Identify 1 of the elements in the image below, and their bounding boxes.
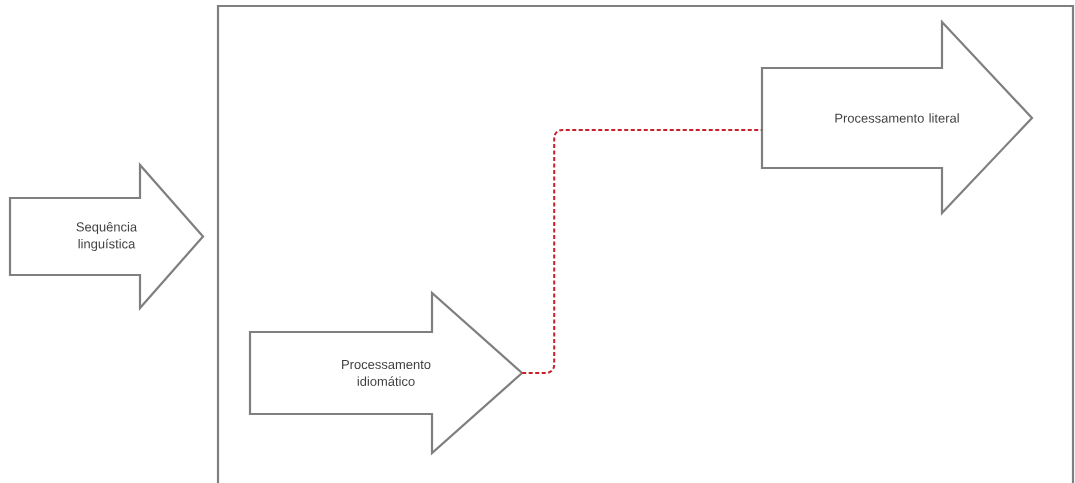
- connector-line: [521, 129, 763, 374]
